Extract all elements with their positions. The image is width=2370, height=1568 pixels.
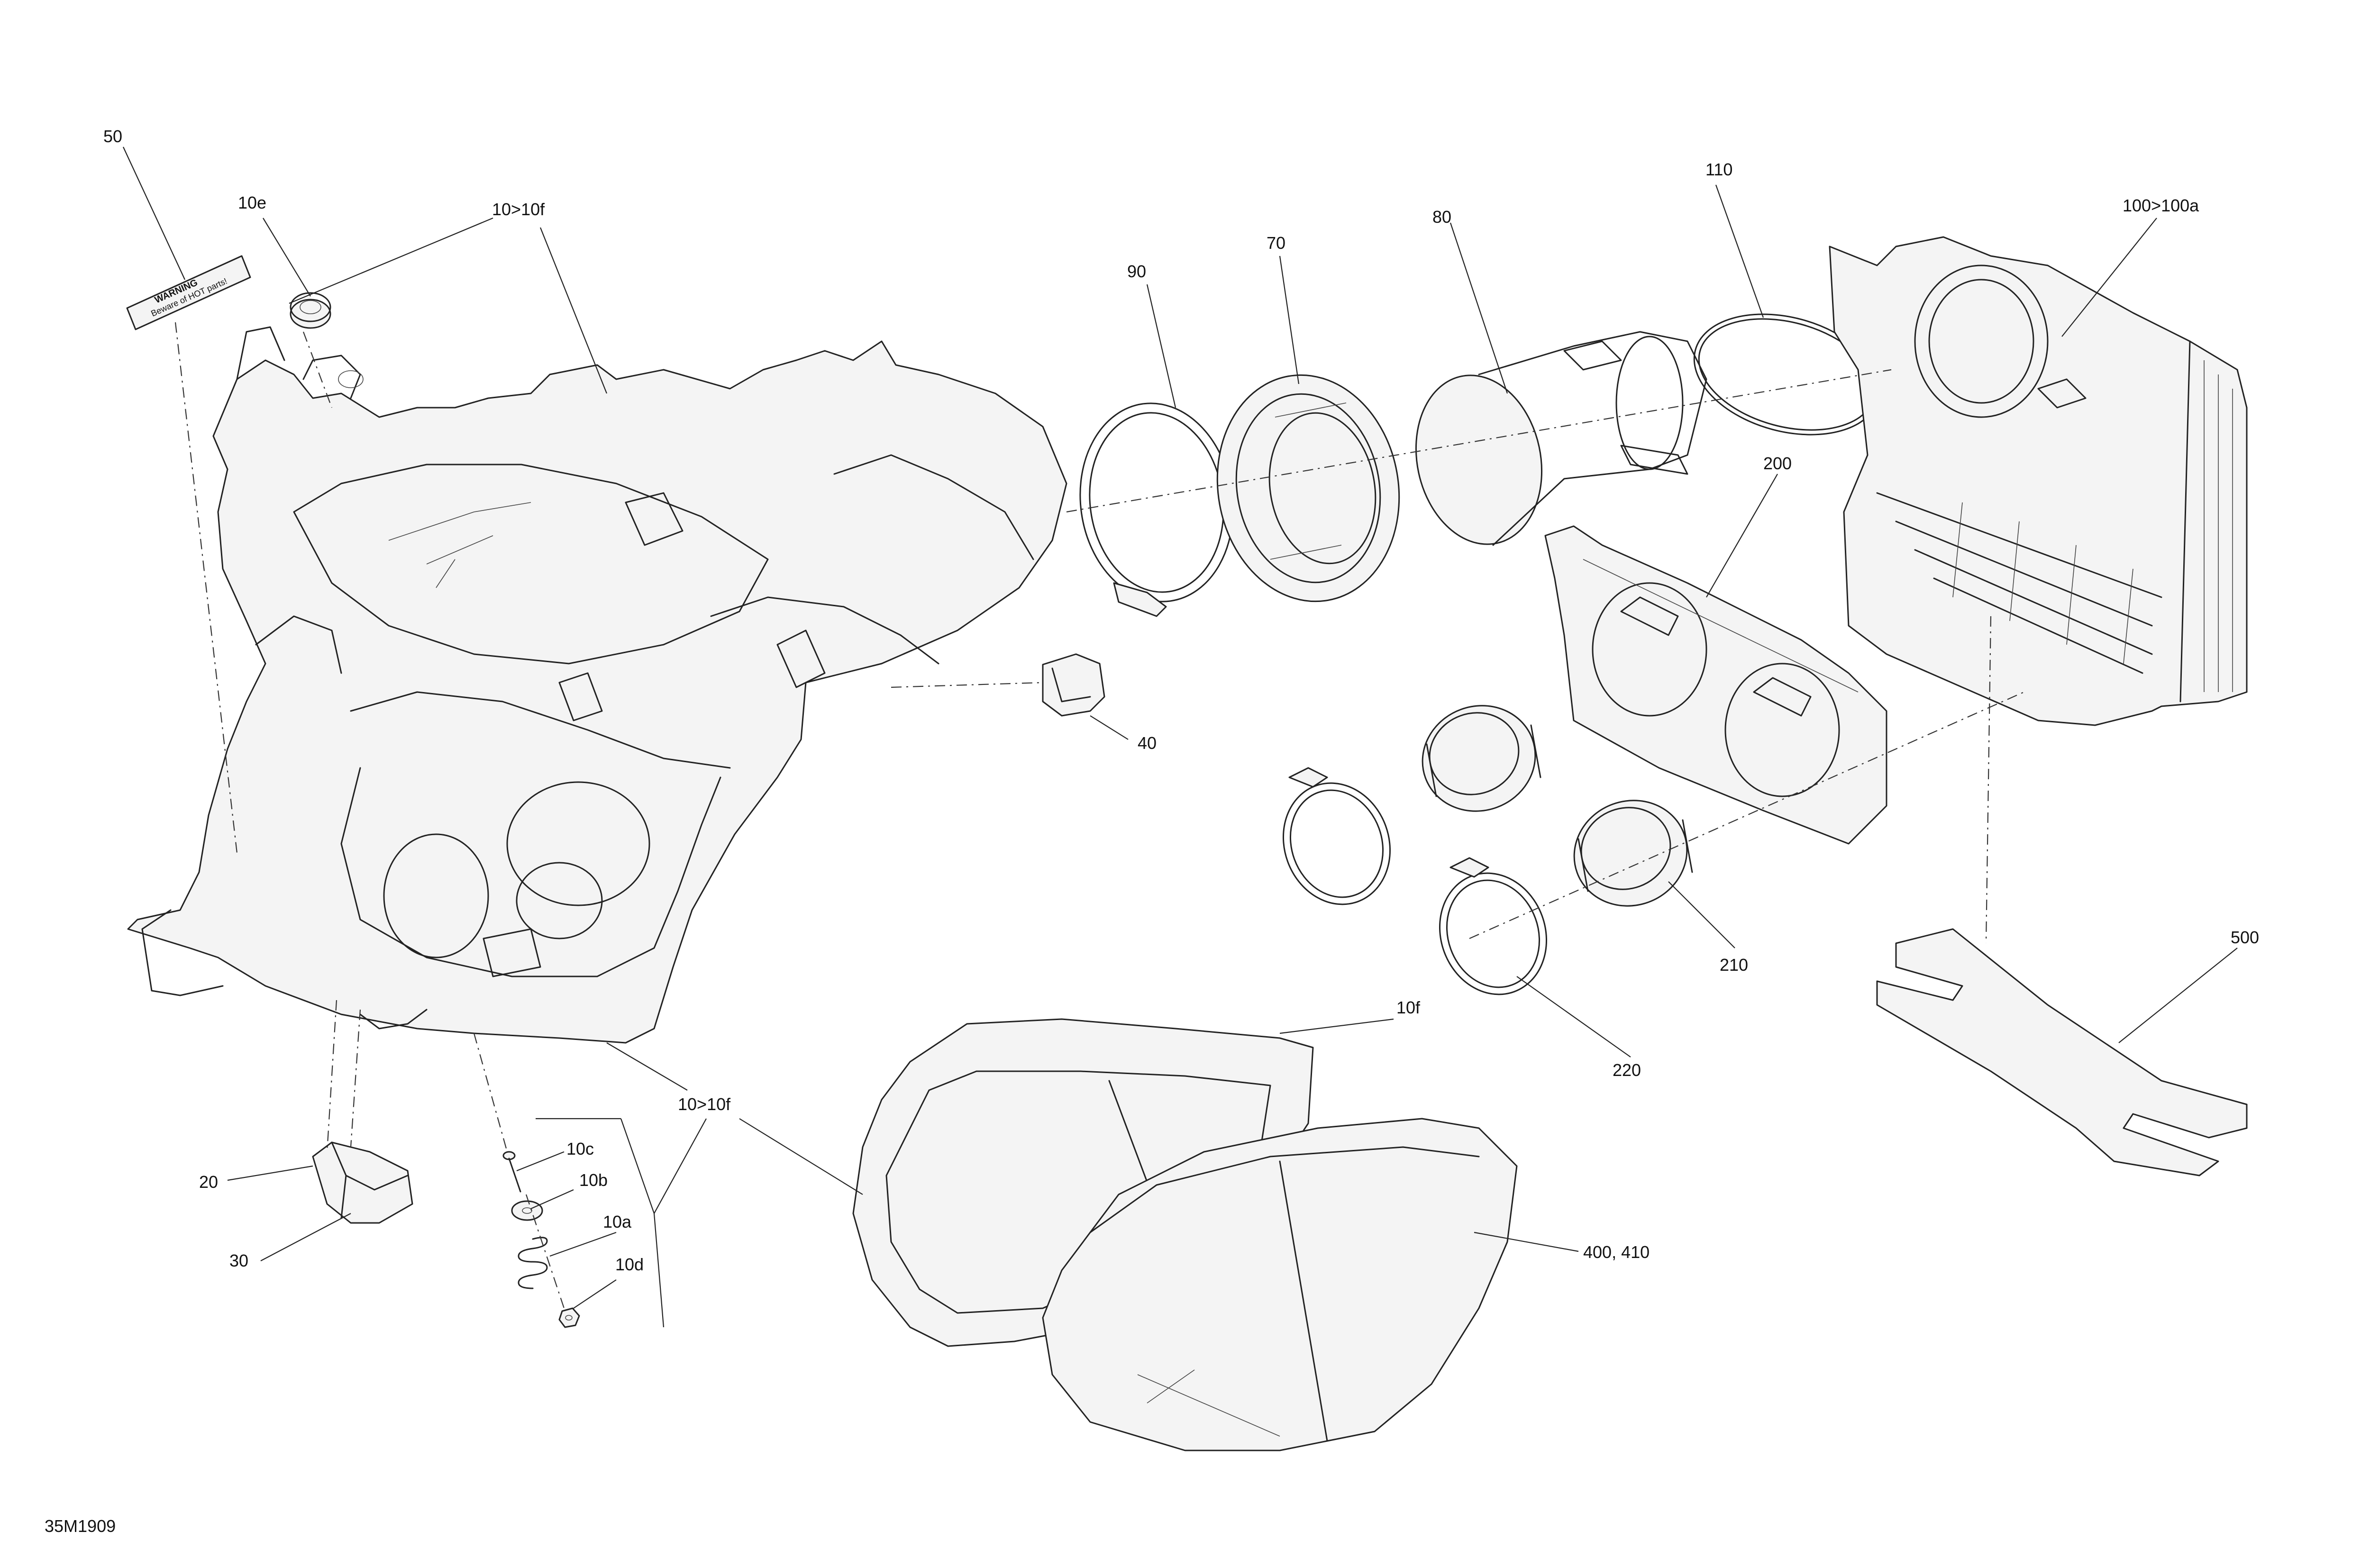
callout-40: 40 — [1138, 733, 1157, 753]
callout-labels: 50 10e 10>10f 90 70 80 110 100>100a 200 … — [103, 127, 2259, 1274]
callout-50: 50 — [103, 127, 122, 146]
callout-110: 110 — [1705, 160, 1732, 179]
part-10-airbox-housing — [127, 326, 1067, 1044]
callout-80: 80 — [1432, 207, 1451, 227]
part-10d-nut — [558, 1307, 580, 1328]
callout-10c: 10c — [566, 1139, 594, 1158]
callout-220: 220 — [1613, 1060, 1641, 1080]
callout-210: 210 — [1720, 955, 1748, 975]
part-50-warning-label: WARNING Beware of HOT parts! — [126, 255, 251, 330]
part-90-hose-clamp — [1079, 402, 1234, 617]
part-210-coupler-lower — [1573, 800, 1693, 907]
callout-10b: 10b — [579, 1170, 608, 1190]
part-220-band-clamp-upper — [1282, 767, 1391, 905]
part-20-30-clamp — [312, 1141, 413, 1224]
part-10b-washer — [511, 1200, 543, 1221]
part-10c-bolt — [502, 1151, 521, 1193]
callout-500: 500 — [2231, 928, 2259, 947]
leader-lines — [123, 146, 2238, 1328]
callout-20: 20 — [199, 1172, 218, 1192]
part-40-clip — [1042, 653, 1105, 717]
part-80-inlet-duct — [1415, 331, 1707, 546]
part-210-coupler-upper — [1422, 705, 1541, 812]
part-100-upper-housing — [1829, 236, 2248, 726]
figure-id: 35M1909 — [45, 1516, 116, 1536]
part-10e-grommet — [290, 292, 331, 329]
part-400-410-filter-element — [1042, 1118, 1518, 1451]
part-500-spacer — [1876, 928, 2248, 1176]
part-200-filter-plate — [1544, 525, 1887, 845]
callout-400-410: 400, 410 — [1583, 1242, 1650, 1262]
callout-100-to-100a: 100>100a — [2123, 196, 2199, 215]
callout-10d: 10d — [615, 1255, 644, 1274]
callout-30: 30 — [229, 1251, 248, 1270]
callout-90: 90 — [1127, 262, 1146, 281]
callout-10f: 10f — [1396, 998, 1421, 1017]
callout-70: 70 — [1267, 233, 1285, 253]
part-220-band-clamp-lower — [1439, 857, 1548, 995]
callout-200: 200 — [1763, 454, 1792, 473]
part-10a-spring — [518, 1237, 548, 1289]
callout-10-to-10f-top: 10>10f — [492, 200, 545, 219]
callout-10a: 10a — [603, 1212, 632, 1231]
callout-10-to-10f-bottom: 10>10f — [678, 1094, 731, 1114]
part-70-inlet-adapter — [1216, 374, 1400, 602]
assembly-lines — [174, 322, 2024, 1309]
callout-10e: 10e — [238, 193, 266, 212]
